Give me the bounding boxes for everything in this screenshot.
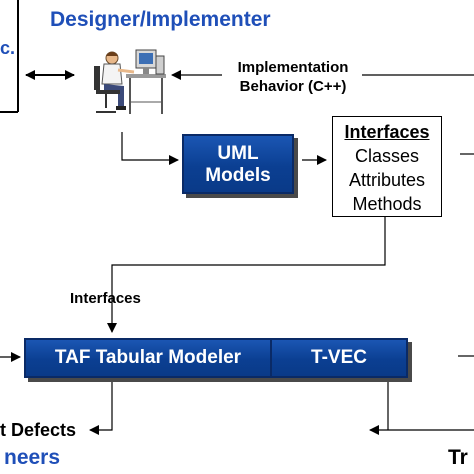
interfaces-box[interactable]: Interfaces Classes Attributes Methods <box>332 116 442 217</box>
tvec-label: T-VEC <box>311 347 367 368</box>
uml-label-line2: Models <box>205 165 271 186</box>
tvec-box[interactable]: T-VEC <box>270 338 408 378</box>
implementation-label-line2: Behavior (C++) <box>239 78 347 95</box>
uml-models-box[interactable]: UML Models <box>182 134 294 194</box>
designer-at-computer-icon <box>88 42 168 122</box>
implementation-behavior-label: Implementation Behavior (C++) <box>226 58 360 96</box>
taf-tabular-modeler-box[interactable]: TAF Tabular Modeler <box>24 338 272 378</box>
bottom-right-label: Tr <box>448 446 468 469</box>
taf-label: TAF Tabular Modeler <box>54 347 242 368</box>
left-cut-label: c. <box>0 38 16 58</box>
designer-implementer-title: Designer/Implementer <box>50 8 271 31</box>
designer-to-uml-arrow <box>121 132 179 165</box>
implementation-label-line1: Implementation <box>237 59 349 76</box>
interfaces-input-label: Interfaces <box>70 290 141 307</box>
defects-arrow <box>89 380 113 435</box>
interfaces-box-title: Interfaces <box>344 122 430 142</box>
interfaces-item-attributes: Attributes <box>348 170 426 190</box>
defects-label: t Defects <box>0 420 77 440</box>
interfaces-item-classes: Classes <box>354 146 420 166</box>
uml-label-line1: UML <box>217 143 259 164</box>
interfaces-to-taf-arrow <box>107 217 386 333</box>
interfaces-item-methods: Methods <box>352 194 422 214</box>
bottom-left-title: neers <box>4 446 61 469</box>
